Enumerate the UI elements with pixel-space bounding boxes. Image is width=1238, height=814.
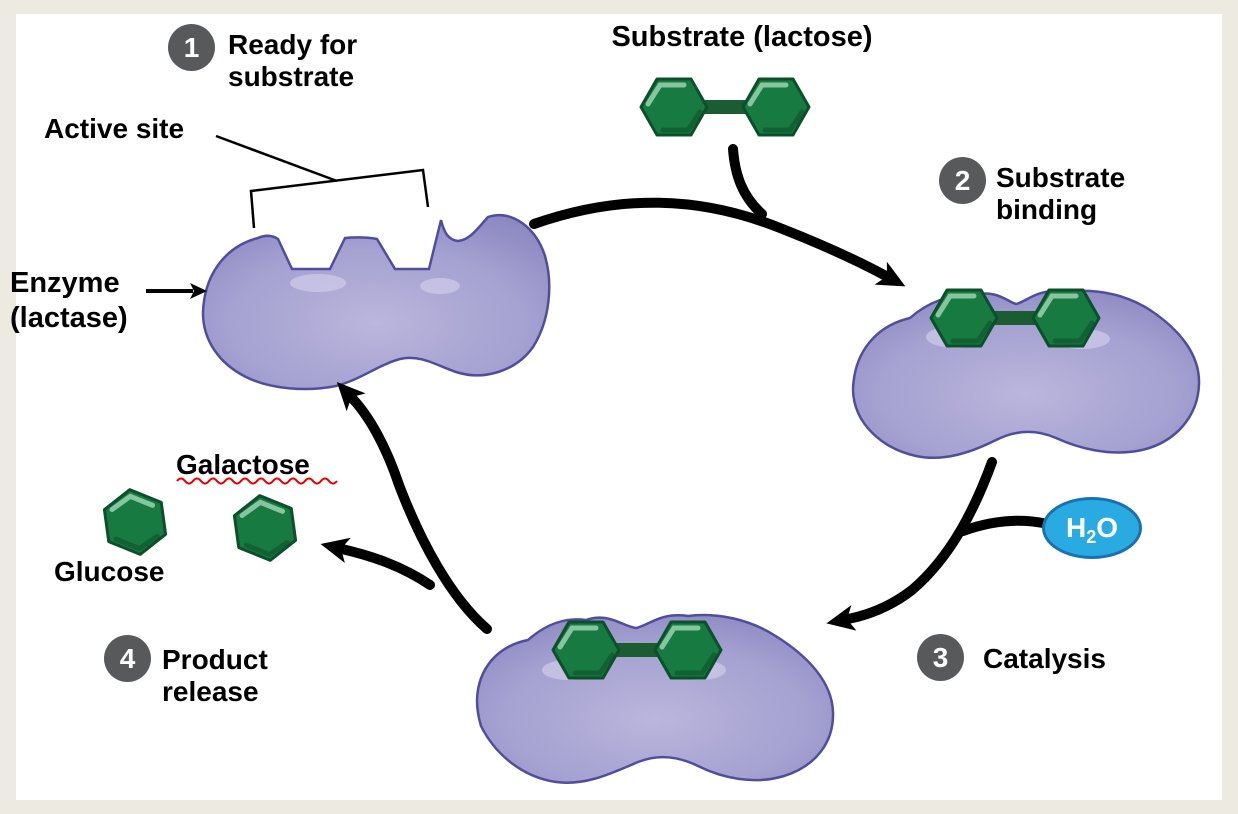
active-site-label: Active site [44,113,185,144]
galactose-label: Galactose [176,449,310,480]
active-site-pointer-line [215,134,338,183]
lactose-free-icon [641,79,809,135]
arrow-step2-to-step3 [826,457,997,631]
cycle-arrows [320,144,1048,634]
step-3-number: 3 [932,641,949,673]
step-1-badge: 1 [168,24,215,71]
step-4-label: Product release [162,644,268,707]
step-2-label: Substrate binding [996,162,1126,225]
arrow-step1-to-step2 [529,197,906,287]
step-4-badge: 4 [104,635,151,682]
substrate-label: Substrate (lactose) [611,21,873,53]
arrow-step4-to-step1 [336,382,492,634]
water-formula-o: O [1096,512,1119,543]
step-3-label: Catalysis [983,643,1106,674]
water-feed-line [958,515,1048,536]
spellcheck-squiggle [176,477,338,485]
step-1-label: Ready for substrate [228,29,358,92]
step-1-number: 1 [183,31,200,63]
water-formula-h: H [1065,512,1087,543]
glucose-hexagon-icon [94,484,176,561]
step-2-number: 2 [954,164,971,196]
enzyme-label: Enzyme (lactase) [10,267,128,334]
arrow-product-release [320,537,435,590]
galactose-hexagon-icon [224,490,306,567]
step-3-badge: 3 [917,634,964,681]
glucose-label: Glucose [54,556,165,587]
step-2-badge: 2 [939,157,986,204]
enzyme-blob-ready [201,214,551,391]
active-site-bracket [249,168,430,229]
water-formula-sub: 2 [1086,527,1097,547]
substrate-drop-line [728,144,767,219]
step-4-number: 4 [119,642,136,674]
enzyme-blob-catalysis [475,613,835,784]
